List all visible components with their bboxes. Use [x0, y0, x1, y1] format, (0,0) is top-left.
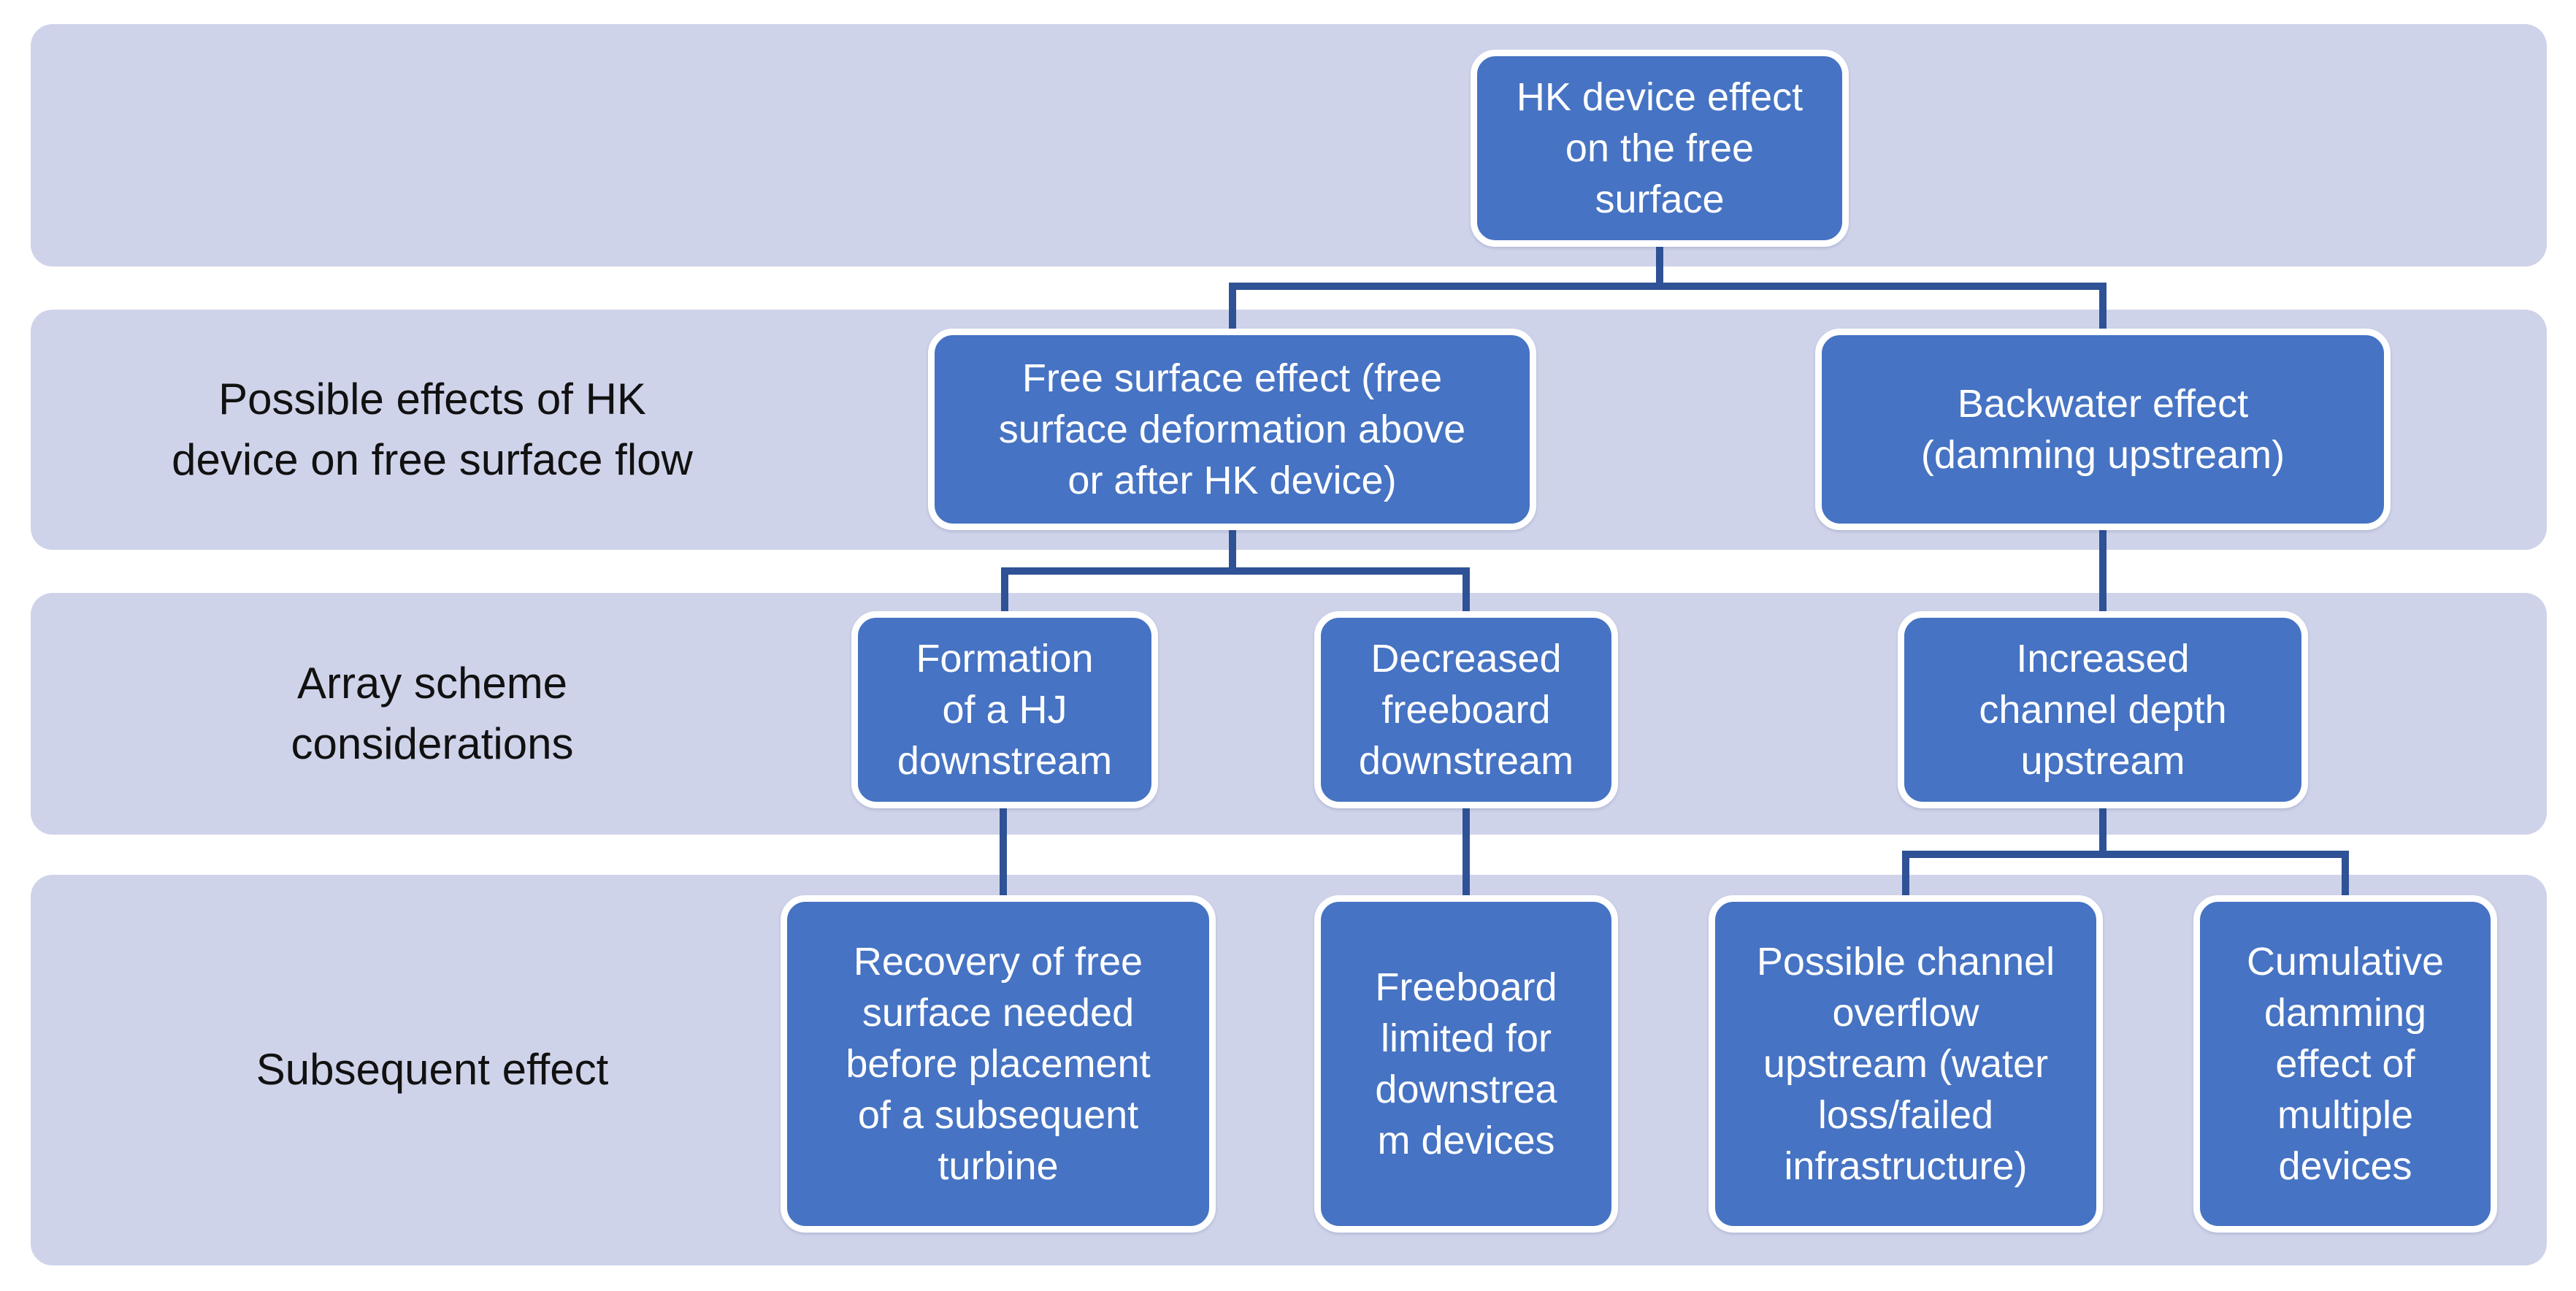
row-label-array-scheme: Array scheme considerations	[291, 658, 574, 768]
node-backwater-effect: Backwater effect (damming upstream)	[1815, 329, 2391, 530]
connector-freesurface-to-row3	[1001, 524, 1470, 617]
band-row4	[31, 875, 2547, 1265]
connector-increased-to-row4	[1902, 803, 2349, 901]
row-label-possible-effects: Possible effects of HK device on free su…	[172, 374, 693, 484]
node-hk-device-effect: HK device effect on the free surface	[1471, 50, 1849, 247]
node-recovery-of-free-surface: Recovery of free surface needed before p…	[781, 895, 1216, 1233]
node-decreased-freeboard: Decreased freeboard downstream	[1314, 611, 1618, 808]
node-formation-of-hj: Formation of a HJ downstream	[851, 611, 1158, 808]
connector-top-to-row2	[1229, 241, 2107, 334]
node-cumulative-damming: Cumulative damming effect of multiple de…	[2193, 895, 2497, 1233]
node-possible-channel-overflow: Possible channel overflow upstream (wate…	[1709, 895, 2103, 1233]
node-freeboard-limited: Freeboard limited for downstrea m device…	[1314, 895, 1618, 1233]
node-free-surface-effect: Free surface effect (free surface deform…	[928, 329, 1536, 530]
band-row1	[31, 24, 2547, 267]
row-label-subsequent-effect: Subsequent effect	[256, 1045, 609, 1095]
node-increased-channel-depth: Increased channel depth upstream	[1898, 611, 2308, 808]
